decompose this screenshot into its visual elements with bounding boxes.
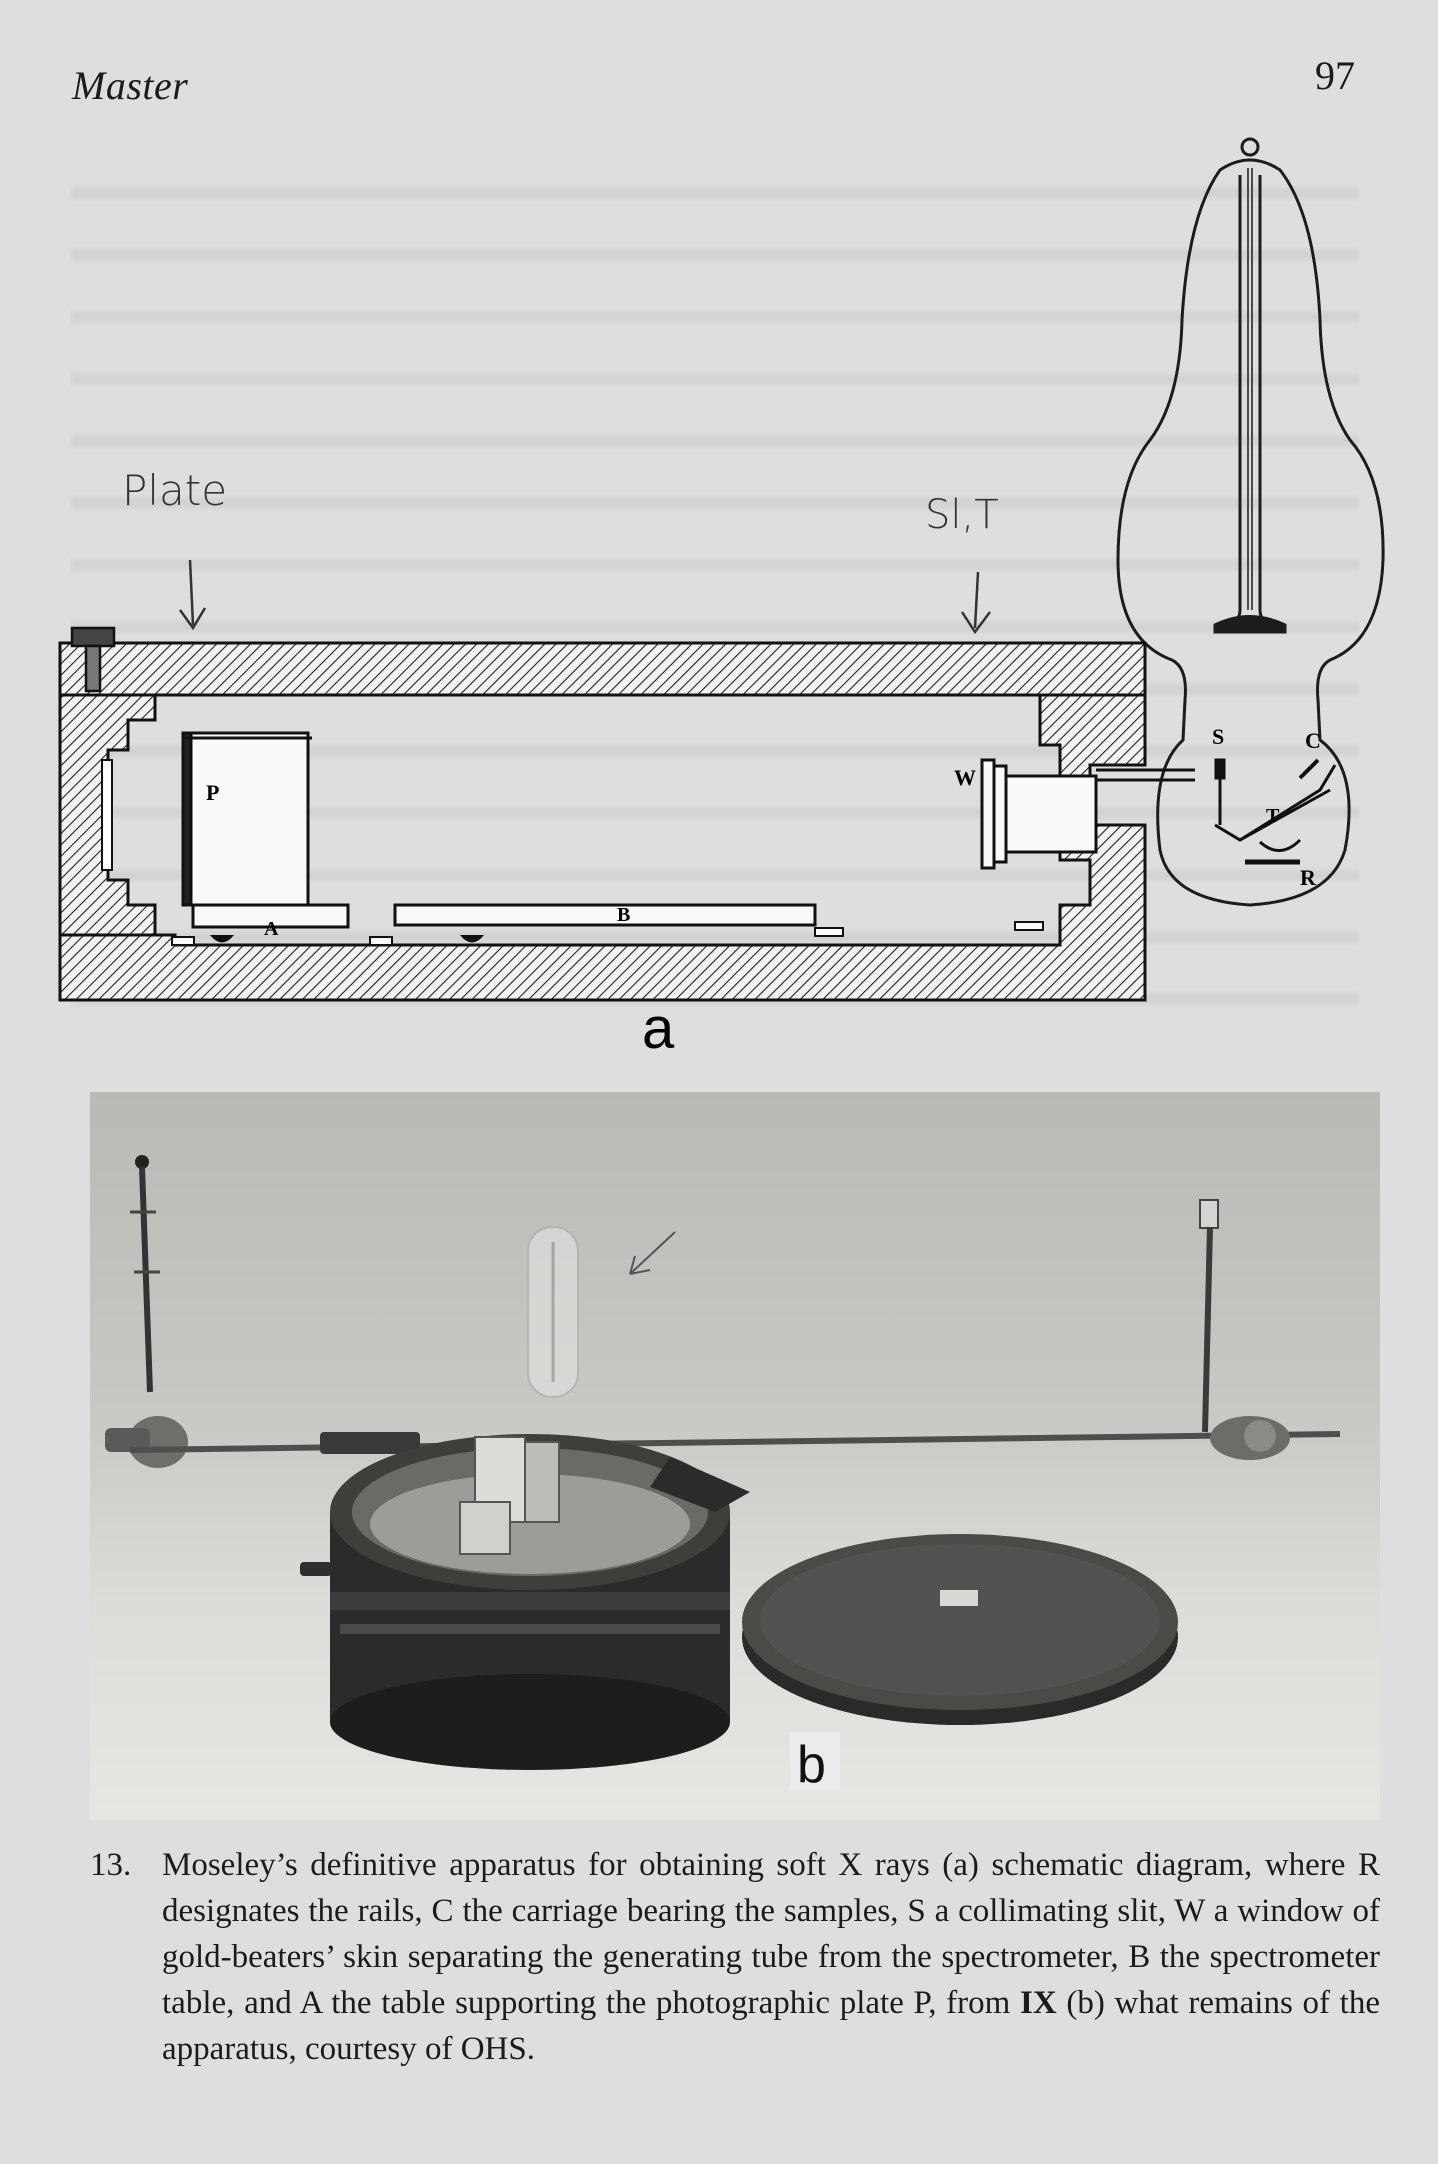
panel-letter-b: b [797, 1736, 826, 1794]
label-C: C [1305, 728, 1321, 753]
handwritten-arrow-plate [178, 559, 207, 631]
figure-caption: 13. Moseley’s definitive apparatus for o… [90, 1842, 1380, 2072]
spectrometer-drum [300, 1434, 750, 1770]
label-B: B [617, 904, 630, 926]
page-number: 97 [1315, 53, 1355, 98]
table-A [191, 903, 350, 929]
glass-tube-photo [527, 1226, 579, 1398]
panel-letter-a: a [642, 996, 675, 1061]
caption-text: Moseley’s definitive apparatus for obtai… [162, 1842, 1380, 2072]
running-head: Master [72, 63, 189, 108]
handwritten-arrow-slit [960, 571, 991, 635]
rail-rod [129, 1431, 1341, 1453]
left-rod-stand [105, 1155, 188, 1468]
caption-number: 13. [90, 1847, 132, 1883]
caption-source-ref: IX [1020, 1985, 1057, 2021]
caption-body-end: (b) what remains of the apparatus, court… [162, 1985, 1380, 2067]
right-rod-stand [1199, 1199, 1290, 1460]
label-W: W [954, 765, 976, 790]
label-P: P [206, 780, 219, 805]
left-port [101, 759, 113, 871]
rod-clamp [320, 1432, 420, 1454]
x-ray-tube [1116, 137, 1385, 907]
label-S: S [1212, 724, 1224, 749]
handwritten-plate-note: Plate [122, 466, 227, 515]
table-B [393, 903, 817, 927]
apparatus-photo: b [105, 1155, 1341, 1794]
handwritten-slit-note: Sl,T [925, 492, 999, 538]
label-R: R [1300, 865, 1317, 890]
schematic-diagram-a: Plate Sl,T [58, 137, 1385, 1061]
label-A: A [264, 918, 279, 940]
round-lid [742, 1534, 1178, 1725]
pencil-arrow [629, 1231, 676, 1275]
adjustment-screw [70, 626, 116, 693]
label-T: T [1266, 805, 1280, 827]
window-W [980, 758, 1195, 870]
plate-holder-P [181, 731, 312, 907]
carriage-assembly [1214, 758, 1337, 865]
caption-body: Moseley’s definitive apparatus for obtai… [162, 1847, 1380, 2021]
feet [210, 935, 484, 943]
photograph-b: b [90, 1092, 1380, 1820]
